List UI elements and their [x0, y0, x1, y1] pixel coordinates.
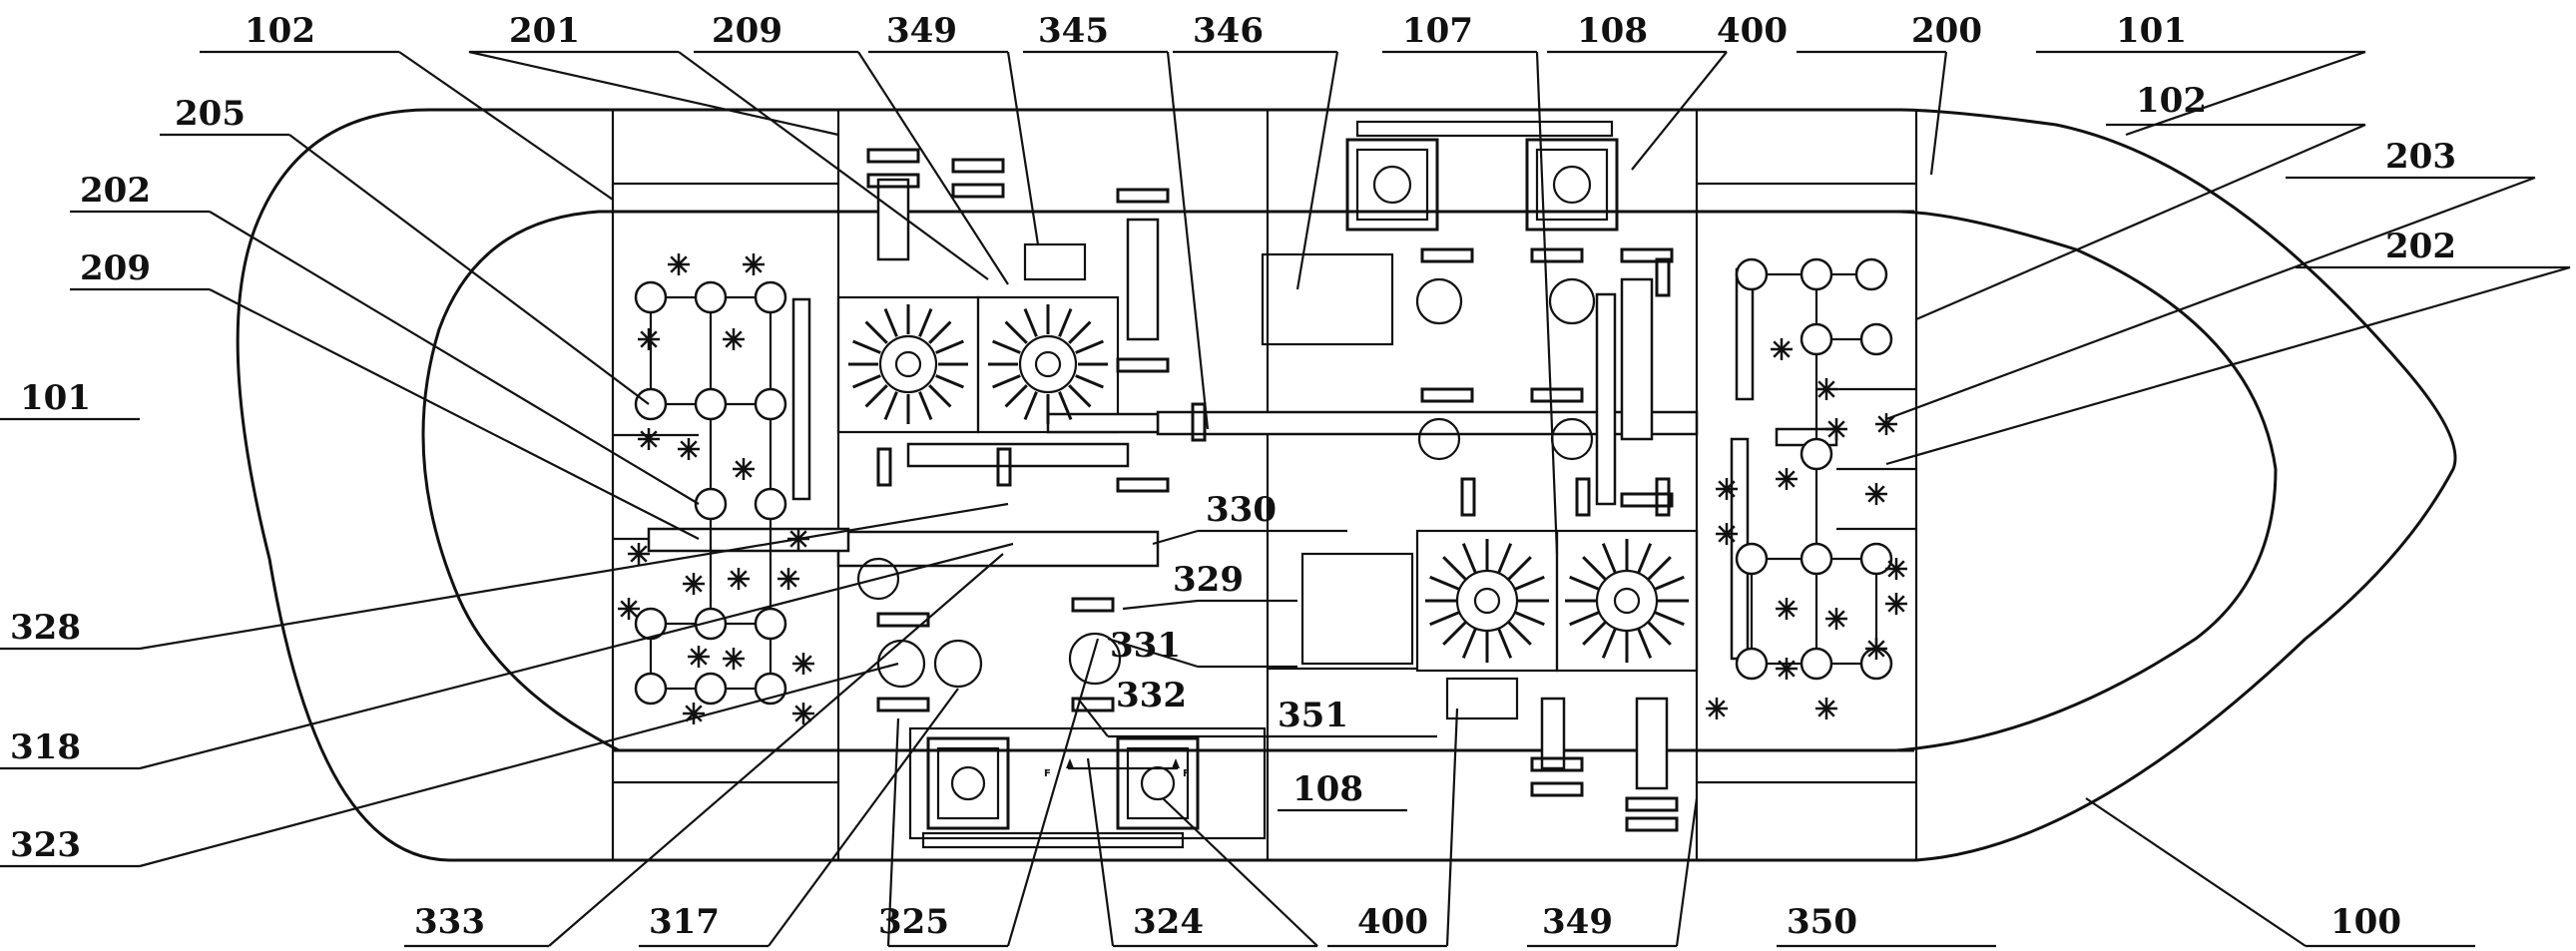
star-marker: [1825, 418, 1847, 440]
star-marker: [743, 253, 765, 275]
star-marker: [1885, 558, 1907, 580]
label-325: 325: [878, 902, 949, 942]
star-marker: [618, 598, 640, 620]
label-107: 107: [1402, 11, 1473, 51]
box-349-right: [1445, 677, 1519, 720]
rack-top: [1355, 120, 1614, 138]
label-318: 318: [10, 727, 81, 767]
label-323: 323: [10, 825, 81, 865]
thruster-unit: [1525, 138, 1619, 232]
thruster-housing: [908, 726, 1267, 840]
box-346: [1261, 252, 1394, 346]
star-marker: [1716, 523, 1738, 545]
fan-blades: [1565, 539, 1689, 663]
star-marker: [1815, 378, 1837, 400]
star-marker: [792, 653, 814, 675]
star-marker: [683, 573, 705, 595]
label-101-top: 101: [2116, 11, 2187, 51]
star-marker: [1875, 413, 1897, 435]
star-marker: [723, 648, 745, 670]
flow-marks: F F: [1044, 758, 1190, 779]
left-node-grid: [634, 280, 787, 706]
star-marker: [1865, 483, 1887, 505]
star-marker: [1716, 478, 1738, 500]
thruster-unit: [926, 736, 1010, 830]
thruster-unit: [1345, 138, 1439, 232]
star-marker: [688, 646, 710, 668]
label-324: 324: [1133, 902, 1204, 942]
right-node-grid: [1735, 257, 1893, 681]
label-201: 201: [509, 11, 580, 51]
star-marker: [683, 703, 705, 724]
label-329: 329: [1173, 560, 1244, 600]
flow-mark-right: F: [1183, 768, 1190, 779]
star-marker: [1776, 598, 1798, 620]
star-marker: [792, 703, 814, 724]
label-349-top: 349: [886, 11, 957, 51]
star-marker: [678, 438, 700, 460]
star-marker: [1825, 608, 1847, 630]
label-331: 331: [1110, 626, 1181, 666]
fan-blades: [988, 304, 1108, 424]
label-108-bottom: 108: [1292, 769, 1363, 809]
label-100: 100: [2330, 902, 2401, 942]
fan-block-left: [836, 295, 1120, 434]
label-102-right: 102: [2136, 81, 2207, 121]
leader-lines: [0, 50, 2571, 948]
label-400-top: 400: [1717, 11, 1788, 51]
box-107: [1300, 552, 1414, 666]
label-330: 330: [1206, 490, 1277, 530]
label-317: 317: [649, 902, 720, 942]
label-333: 333: [414, 902, 485, 942]
label-200: 200: [1911, 11, 1982, 51]
thruster-unit: [1116, 736, 1200, 830]
label-209-top: 209: [712, 11, 782, 51]
label-205: 205: [175, 94, 246, 134]
star-marker: [733, 458, 755, 480]
star-marker: [1771, 338, 1793, 360]
fan-blades: [1425, 539, 1549, 663]
rack-bottom: [921, 831, 1185, 849]
fan-blades: [848, 304, 968, 424]
label-108-top: 108: [1577, 11, 1648, 51]
hull-outline: [236, 108, 2457, 862]
star-marker: [777, 568, 799, 590]
label-351: 351: [1278, 696, 1348, 735]
label-102-top: 102: [245, 11, 315, 51]
star-marker: [628, 543, 650, 565]
label-202-right: 202: [2385, 227, 2456, 266]
label-328: 328: [10, 608, 81, 648]
star-marker: [638, 428, 660, 450]
star-marker: [723, 328, 745, 350]
label-345: 345: [1038, 11, 1109, 51]
star-marker: [668, 253, 690, 275]
star-marker: [728, 568, 750, 590]
star-marker: [1885, 593, 1907, 615]
star-marker: [1706, 698, 1728, 719]
star-marker: [1776, 468, 1798, 490]
reference-labels: 102 201 209 349 345 346 107 108 400 200 …: [10, 11, 2456, 942]
star-marker: [638, 328, 660, 350]
valves: [866, 148, 1679, 832]
label-101-left: 101: [20, 378, 91, 418]
label-346: 346: [1193, 11, 1264, 51]
label-203: 203: [2385, 137, 2456, 177]
label-400-bottom: 400: [1357, 902, 1428, 942]
label-350: 350: [1787, 902, 1857, 942]
label-349-bottom: 349: [1542, 902, 1613, 942]
label-209-left: 209: [80, 248, 151, 288]
label-332: 332: [1116, 676, 1187, 715]
star-marker: [1776, 658, 1798, 680]
box-345: [1023, 242, 1087, 281]
star-marker: [1865, 638, 1887, 660]
label-202-left: 202: [80, 171, 151, 211]
star-marker: [1815, 698, 1837, 719]
pump-circles: [856, 277, 1596, 689]
flow-mark-left: F: [1044, 768, 1051, 779]
